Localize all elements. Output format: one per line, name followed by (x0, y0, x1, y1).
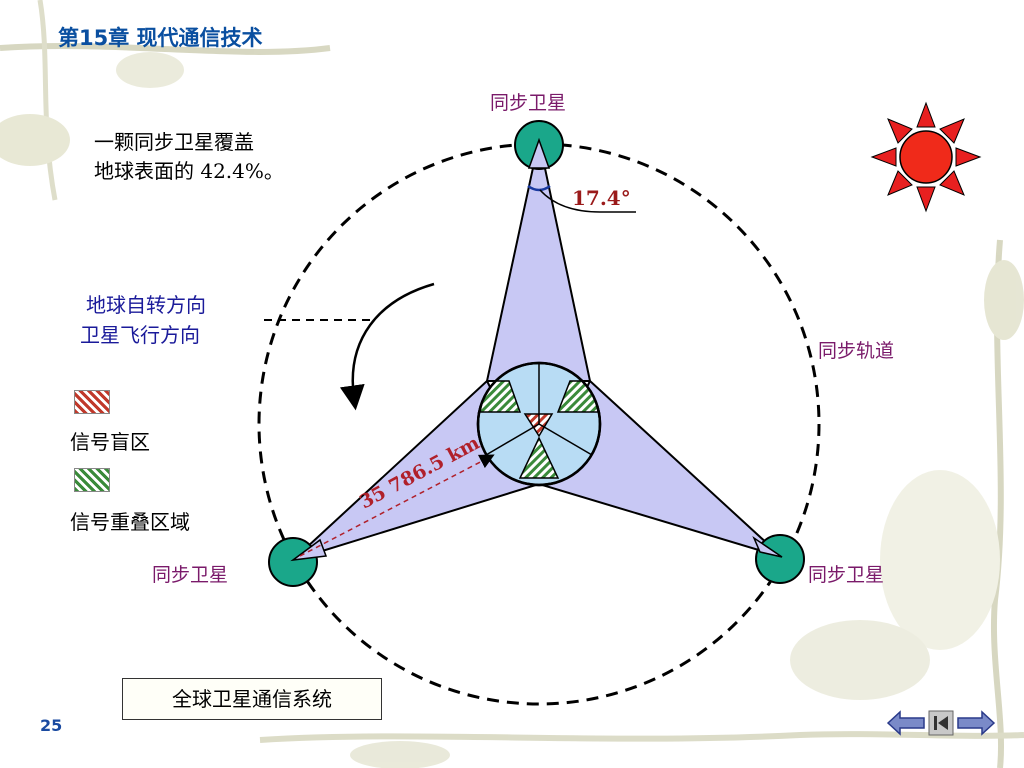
rotation-labels: 地球自转方向 卫星飞行方向 (80, 290, 206, 350)
prev-arrow-icon[interactable] (886, 710, 926, 736)
orbit-label: 同步轨道 (818, 340, 895, 362)
satellite-top-label: 同步卫星 (490, 92, 567, 114)
legend-overlap-label: 信号重叠区域 (70, 510, 190, 534)
satellite-left-label: 同步卫星 (152, 564, 229, 586)
coverage-note-line2: 地球表面的 42.4%。 (94, 159, 284, 183)
satellite-right (755, 534, 805, 584)
coverage-top (485, 139, 592, 382)
diagram-caption: 全球卫星通信系统 (122, 678, 382, 720)
sun-icon (870, 101, 982, 213)
earth-rotation-label: 地球自转方向 (86, 293, 206, 317)
page-number: 25 (40, 716, 63, 735)
satellite-direction-label: 卫星飞行方向 (80, 323, 200, 347)
rotation-arrow (339, 282, 435, 411)
overlap-zone-bottom (518, 436, 560, 479)
satellite-left (268, 537, 318, 587)
coverage-note-line1: 一颗同步卫星覆盖 (94, 130, 254, 154)
first-page-icon[interactable] (928, 710, 954, 736)
legend-overlap-swatch (74, 468, 110, 492)
earth-outline (476, 361, 602, 487)
next-arrow-icon[interactable] (956, 710, 996, 736)
chapter-title: 第15章 现代通信技术 (58, 26, 263, 50)
satellite-right-label: 同步卫星 (808, 564, 885, 586)
coverage-note: 一颗同步卫星覆盖 地球表面的 42.4%。 (94, 128, 284, 186)
angle-leader-line (539, 189, 636, 213)
synchronous-orbit (257, 142, 821, 706)
legend-blind-label: 信号盲区 (70, 430, 150, 454)
angle-arc (527, 184, 551, 192)
angle-label: 17.4° (572, 186, 631, 210)
legend-blind-swatch (74, 390, 110, 414)
